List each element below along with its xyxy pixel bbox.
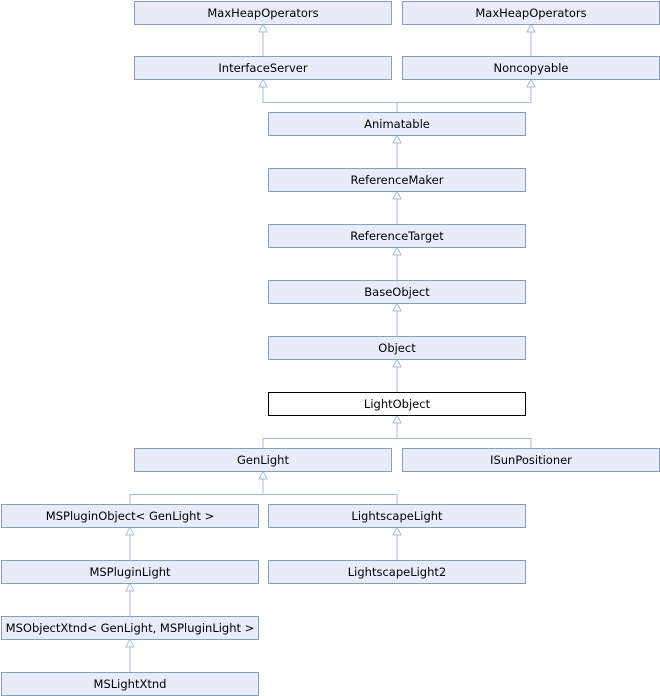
class-node-lscape2[interactable]: LightscapeLight2 bbox=[268, 560, 526, 584]
inheritance-arrowhead bbox=[125, 581, 135, 592]
class-node-label[interactable]: ReferenceTarget bbox=[350, 229, 444, 243]
class-node-label[interactable]: ISunPositioner bbox=[490, 453, 572, 467]
class-node-lscape[interactable]: LightscapeLight bbox=[268, 504, 526, 528]
class-node-box[interactable] bbox=[268, 504, 526, 528]
class-node-label[interactable]: ReferenceMaker bbox=[351, 173, 444, 187]
class-node-refmaker[interactable]: ReferenceMaker bbox=[268, 168, 526, 192]
class-node-box[interactable] bbox=[134, 56, 392, 80]
class-node-msxtnd[interactable]: MSObjectXtnd< GenLight, MSPluginLight > bbox=[1, 616, 259, 640]
class-node-label[interactable]: Object bbox=[378, 341, 416, 355]
inheritance-arrowhead bbox=[392, 357, 402, 368]
class-node-mslx[interactable]: MSLightXtnd bbox=[1, 672, 259, 696]
class-node-label[interactable]: LightscapeLight bbox=[351, 509, 443, 523]
class-node-msplight[interactable]: MSPluginLight bbox=[1, 560, 259, 584]
class-node-genlight[interactable]: GenLight bbox=[134, 448, 392, 472]
class-node-label[interactable]: Animatable bbox=[364, 117, 430, 131]
inheritance-edge bbox=[396, 87, 532, 112]
class-node-label[interactable]: LightObject bbox=[364, 397, 431, 411]
inheritance-edge bbox=[129, 479, 264, 504]
class-node-mho1[interactable]: MaxHeapOperators bbox=[134, 1, 392, 25]
class-node-label[interactable]: MaxHeapOperators bbox=[207, 6, 318, 20]
class-node-box[interactable] bbox=[268, 280, 526, 304]
edges-layer bbox=[125, 22, 536, 672]
class-node-label[interactable]: GenLight bbox=[237, 453, 289, 467]
class-node-label[interactable]: MSPluginObject< GenLight > bbox=[46, 509, 214, 523]
inheritance-arrowhead bbox=[392, 189, 402, 200]
inheritance-arrowhead bbox=[392, 413, 402, 424]
class-node-label[interactable]: BaseObject bbox=[364, 285, 430, 299]
class-node-box[interactable] bbox=[1, 504, 259, 528]
class-node-box[interactable] bbox=[134, 1, 392, 25]
class-node-reftarget[interactable]: ReferenceTarget bbox=[268, 224, 526, 248]
inheritance-arrowhead bbox=[526, 22, 536, 33]
class-node-box[interactable] bbox=[268, 560, 526, 584]
class-node-label[interactable]: Noncopyable bbox=[493, 61, 568, 75]
inheritance-arrowhead bbox=[125, 525, 135, 536]
inheritance-edge bbox=[396, 423, 532, 448]
inheritance-arrowhead bbox=[125, 637, 135, 648]
class-node-baseobj[interactable]: BaseObject bbox=[268, 280, 526, 304]
class-node-box[interactable] bbox=[1, 616, 259, 640]
class-node-noncopy[interactable]: Noncopyable bbox=[402, 56, 660, 80]
class-node-box[interactable] bbox=[268, 112, 526, 136]
class-node-box[interactable] bbox=[268, 224, 526, 248]
class-node-iface[interactable]: InterfaceServer bbox=[134, 56, 392, 80]
class-node-box[interactable] bbox=[1, 560, 259, 584]
class-node-label[interactable]: MSObjectXtnd< GenLight, MSPluginLight > bbox=[6, 621, 255, 635]
inheritance-arrowhead bbox=[392, 133, 402, 144]
class-node-label[interactable]: MaxHeapOperators bbox=[475, 6, 586, 20]
inheritance-arrowhead bbox=[258, 469, 268, 480]
class-node-label[interactable]: MSLightXtnd bbox=[94, 677, 167, 691]
class-node-anim[interactable]: Animatable bbox=[268, 112, 526, 136]
class-node-msplugobj[interactable]: MSPluginObject< GenLight > bbox=[1, 504, 259, 528]
inheritance-arrowhead bbox=[258, 77, 268, 88]
class-node-box[interactable] bbox=[268, 392, 526, 416]
class-node-mho2[interactable]: MaxHeapOperators bbox=[402, 1, 660, 25]
class-node-box[interactable] bbox=[268, 168, 526, 192]
inheritance-edge bbox=[262, 479, 398, 504]
inheritance-arrowhead bbox=[392, 301, 402, 312]
class-node-box[interactable] bbox=[134, 448, 392, 472]
inheritance-arrowhead bbox=[392, 245, 402, 256]
inheritance-edge bbox=[262, 423, 398, 448]
class-node-label[interactable]: InterfaceServer bbox=[218, 61, 307, 75]
inheritance-arrowhead bbox=[526, 77, 536, 88]
inheritance-arrowhead bbox=[392, 525, 402, 536]
class-node-isun[interactable]: ISunPositioner bbox=[402, 448, 660, 472]
class-node-object[interactable]: Object bbox=[268, 336, 526, 360]
class-node-label[interactable]: LightscapeLight2 bbox=[348, 565, 446, 579]
class-node-lightobj[interactable]: LightObject bbox=[268, 392, 526, 416]
class-node-box[interactable] bbox=[268, 336, 526, 360]
inheritance-edge bbox=[262, 87, 398, 112]
class-node-label[interactable]: MSPluginLight bbox=[89, 565, 171, 579]
inheritance-arrowhead bbox=[258, 22, 268, 33]
